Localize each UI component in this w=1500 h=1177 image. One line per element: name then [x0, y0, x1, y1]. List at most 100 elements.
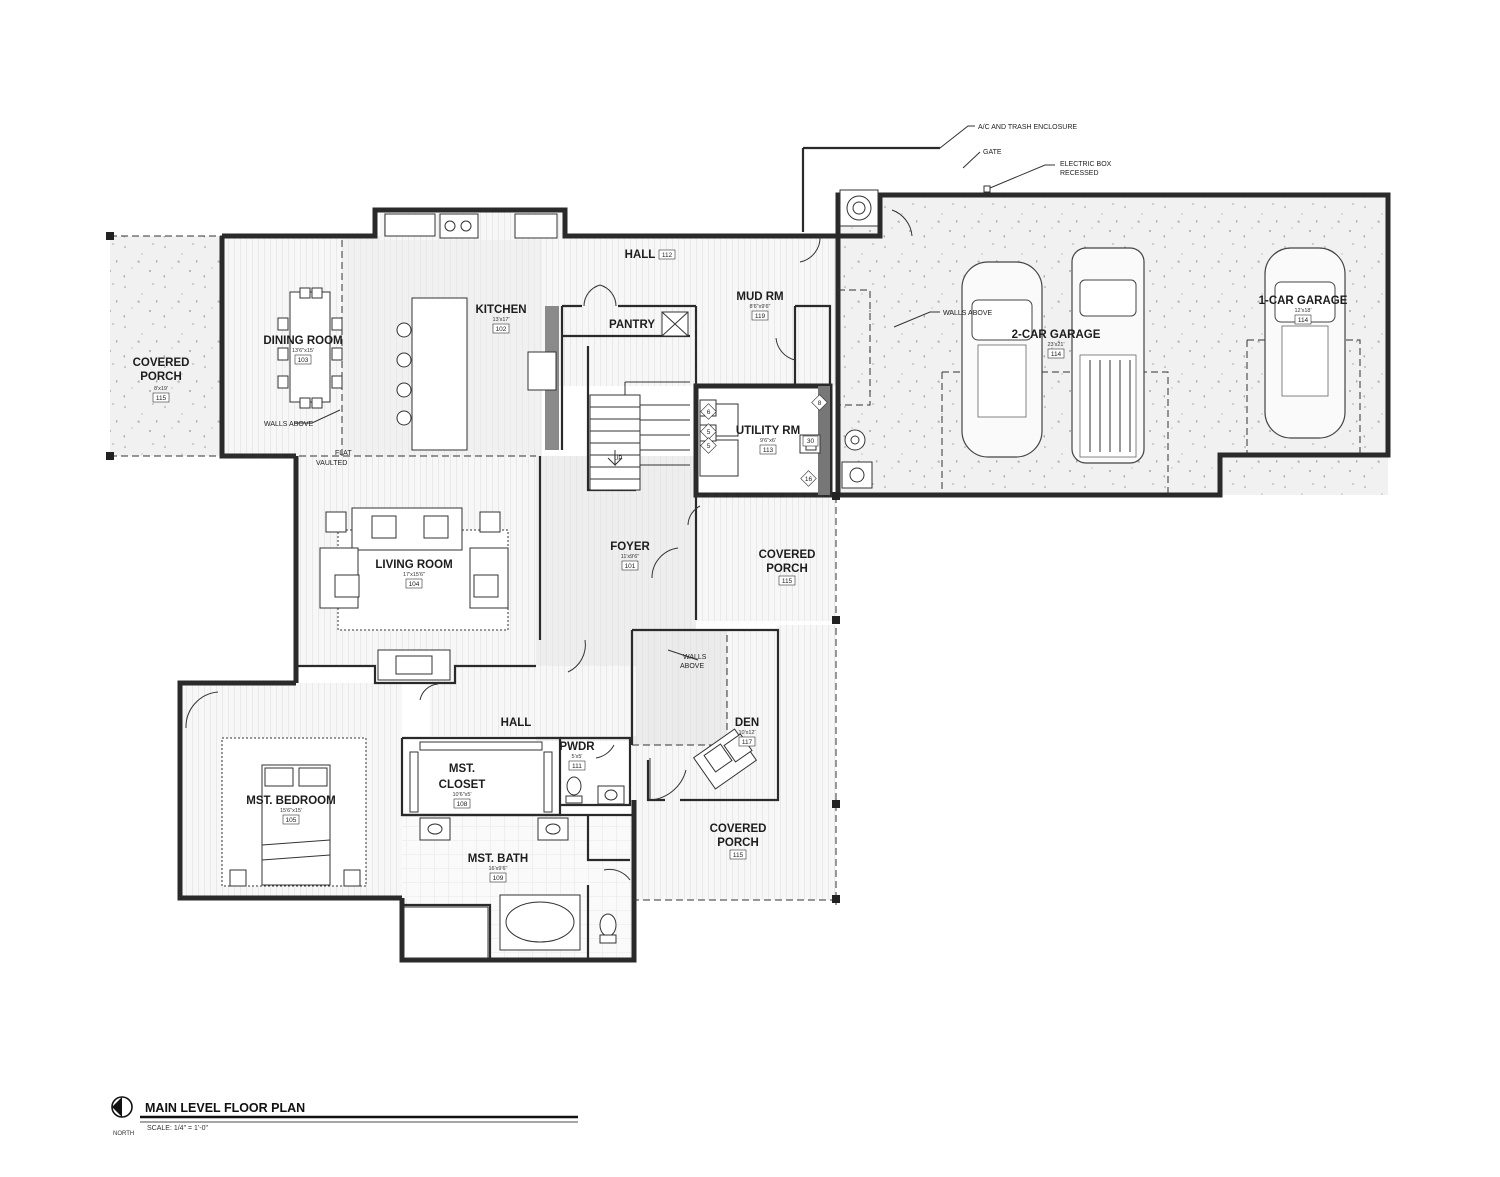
room-size: 8'6"x9'6" [750, 304, 771, 310]
room-number: 117 [742, 739, 753, 746]
room-name: 2-CAR GARAGE [1012, 329, 1101, 341]
room-name: PWDR [559, 741, 595, 753]
room-number: 115 [733, 852, 744, 859]
room-label-mud-rm: MUD RM 8'6"x9'6" 119 [736, 291, 784, 321]
room-name: PORCH [766, 563, 808, 575]
car-truck [1071, 247, 1145, 464]
closet-fixtures [409, 741, 553, 813]
drawing-scale: SCALE: 1/4" = 1'-0" [147, 1125, 208, 1132]
room-name: KITCHEN [475, 304, 526, 316]
note-walls-above-garage: WALLS ABOVE [943, 310, 992, 317]
room-name: MUD RM [736, 291, 783, 303]
room-name: PORCH [140, 371, 182, 383]
room-number: 101 [625, 563, 636, 570]
note-walls-den: WALLS [683, 654, 707, 661]
room-name: MST. BATH [468, 853, 528, 865]
room-size: 16'x9'6" [488, 866, 507, 872]
note-stair-up: UP [614, 456, 622, 462]
drawing-title: MAIN LEVEL FLOOR PLAN [145, 1101, 305, 1115]
room-label-covered-porch-east: COVERED PORCH 115 [759, 549, 816, 586]
room-name: DINING ROOM [263, 335, 342, 347]
appliance-tag: 6 [707, 409, 711, 416]
car-suv-right [1264, 247, 1346, 439]
cars [961, 247, 1346, 464]
room-label-hall-north: HALL 112 [625, 249, 676, 261]
room-label-mst-closet: MST. CLOSET 10'6"x5' 108 [439, 763, 486, 809]
north-arrow-pointer-icon [112, 1097, 122, 1117]
title-block: NORTH MAIN LEVEL FLOOR PLAN SCALE: 1/4" … [111, 1096, 578, 1137]
room-name: COVERED [710, 823, 767, 835]
leader-lines [294, 125, 1055, 661]
room-name: MST. BEDROOM [246, 795, 335, 807]
door-swings [185, 209, 913, 881]
room-size: 13'6"x15' [292, 348, 314, 354]
room-name: MST. [449, 763, 475, 775]
room-name: LIVING ROOM [375, 559, 452, 571]
porch-posts [106, 232, 840, 903]
room-size: 17'x15'6" [403, 572, 425, 578]
room-number: 119 [755, 313, 766, 320]
note-vaulted: VAULTED [316, 460, 347, 467]
interior-walls [296, 304, 832, 960]
room-label-kitchen: KITCHEN 13'x17' 102 [475, 304, 527, 334]
room-name: HALL [501, 717, 532, 729]
north-label: NORTH [113, 1131, 134, 1137]
note-gate: GATE [983, 149, 1002, 156]
room-label-foyer: FOYER 11'x9'6" 101 [610, 541, 650, 571]
car-suv-left [961, 261, 1043, 458]
room-size: 13'x17' [492, 317, 509, 323]
room-name: COVERED [133, 357, 190, 369]
room-label-pantry: PANTRY [609, 319, 655, 331]
appliance-tag: 8 [818, 400, 822, 407]
note-electric-box-recessed: RECESSED [1060, 170, 1099, 177]
appliance-tags: 6 5 5 8 30 16 [700, 394, 828, 487]
room-number: 114 [1298, 317, 1309, 324]
room-number: 103 [298, 357, 309, 364]
room-name: CLOSET [439, 779, 486, 791]
note-ac-trash: A/C AND TRASH ENCLOSURE [978, 124, 1077, 131]
room-size: 10'6"x5' [452, 792, 471, 798]
room-label-pwdr: PWDR 5'x5' 111 [559, 741, 595, 771]
room-label-utility-rm: UTILITY RM 9'6"x6' 113 [736, 425, 800, 455]
room-label-den: DEN 10'x12' 117 [735, 717, 759, 747]
living-furniture [319, 507, 509, 681]
note-flat: FLAT [335, 450, 352, 457]
room-size: 12'x18' [1294, 308, 1311, 314]
room-label-hall-south: HALL [501, 717, 532, 729]
room-number: 109 [493, 875, 504, 882]
room-label-covered-porch-south: COVERED PORCH 115 [710, 823, 767, 860]
room-number: 112 [662, 252, 673, 259]
bath-fixtures [403, 776, 625, 959]
room-label-mst-bedroom: MST. BEDROOM 15'6"x15' 105 [246, 795, 336, 825]
room-number: 105 [286, 817, 297, 824]
room-label-covered-porch-west: COVERED PORCH 8'x19' 115 [133, 357, 190, 403]
room-label-garage-2car: 2-CAR GARAGE 23'x21' 114 [1012, 329, 1101, 359]
appliance-tag: 5 [707, 429, 711, 436]
room-number: 115 [156, 395, 167, 402]
annotation-notes: A/C AND TRASH ENCLOSURE GATE ELECTRIC BO… [264, 124, 1112, 670]
room-label-dining-room: DINING ROOM 13'6"x15' 103 [263, 335, 343, 365]
appliance-tag: 5 [707, 443, 711, 450]
room-number: 102 [496, 326, 507, 333]
pantry-fixtures [583, 284, 689, 337]
room-size: 9'6"x6' [760, 438, 776, 444]
room-label-mst-bath: MST. BATH 16'x9'6" 109 [468, 853, 528, 883]
room-name: HALL [625, 249, 656, 261]
room-name: DEN [735, 717, 759, 729]
room-name: UTILITY RM [736, 425, 800, 437]
stair [589, 381, 690, 491]
appliance-tag: 30 [807, 438, 815, 445]
room-size: 11'x9'6" [621, 554, 640, 560]
dining-table [277, 287, 343, 409]
room-size: 15'6"x15' [280, 808, 302, 814]
room-label-garage-1car: 1-CAR GARAGE 12'x18' 114 [1259, 295, 1348, 325]
kitchen-fixtures [384, 213, 559, 451]
room-size: 10'x12' [738, 730, 755, 736]
room-name: COVERED [759, 549, 816, 561]
room-number: 114 [1051, 351, 1062, 358]
bedroom-furniture [221, 737, 367, 887]
room-number: 104 [409, 581, 420, 588]
note-walls-above-dining: WALLS ABOVE [264, 421, 313, 428]
note-above-den: ABOVE [680, 663, 704, 670]
